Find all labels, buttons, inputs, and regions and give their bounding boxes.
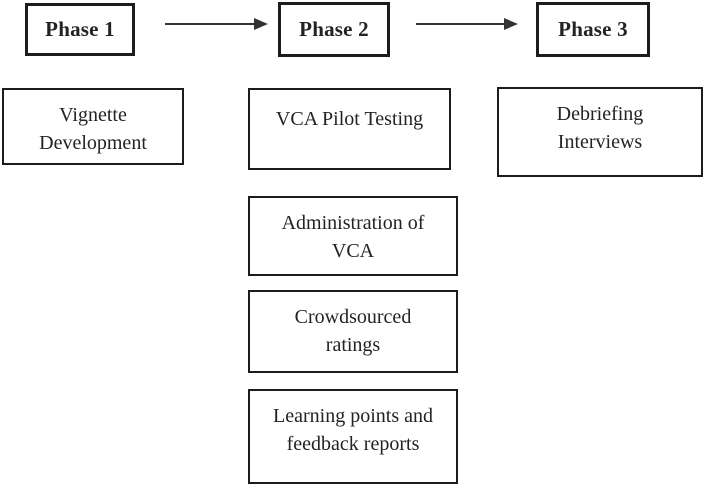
phase-3-label: Phase 3 (558, 17, 628, 41)
arrow-shaft (165, 23, 254, 25)
phase-2-label: Phase 2 (299, 17, 369, 41)
box-text-line: Interviews (557, 131, 643, 153)
box-text-line: VCA (331, 240, 375, 262)
arrow-shaft (416, 23, 504, 25)
box-text-line: Crowdsourced (294, 306, 412, 328)
phase-2-box: Phase 2 (278, 2, 390, 57)
box-text-line: Administration of (281, 212, 425, 234)
box-text-line: feedback reports (286, 433, 420, 455)
box-text-line: Learning points and (273, 405, 433, 427)
learning-points-feedback-box: Learning points and feedback reports (248, 389, 458, 484)
phase-3-box: Phase 3 (536, 2, 650, 57)
box-text-line: ratings (325, 334, 381, 356)
phase-1-label: Phase 1 (45, 17, 115, 41)
crowdsourced-ratings-box: Crowdsourced ratings (248, 290, 458, 373)
box-text-line: Debriefing (556, 103, 644, 125)
arrow-right-icon (416, 18, 518, 30)
arrow-right-icon (165, 18, 268, 30)
phase-1-box: Phase 1 (25, 3, 135, 56)
arrow-head (254, 18, 268, 30)
debriefing-interviews-box: Debriefing Interviews (497, 87, 703, 177)
box-text-line: VCA Pilot Testing (275, 108, 424, 130)
vignette-development-box: Vignette Development (2, 88, 184, 165)
arrow-head (504, 18, 518, 30)
vca-pilot-testing-box: VCA Pilot Testing (248, 88, 451, 170)
box-text-line: Vignette (59, 104, 127, 126)
box-text-line: Development (39, 132, 147, 154)
administration-of-vca-box: Administration of VCA (248, 196, 458, 276)
